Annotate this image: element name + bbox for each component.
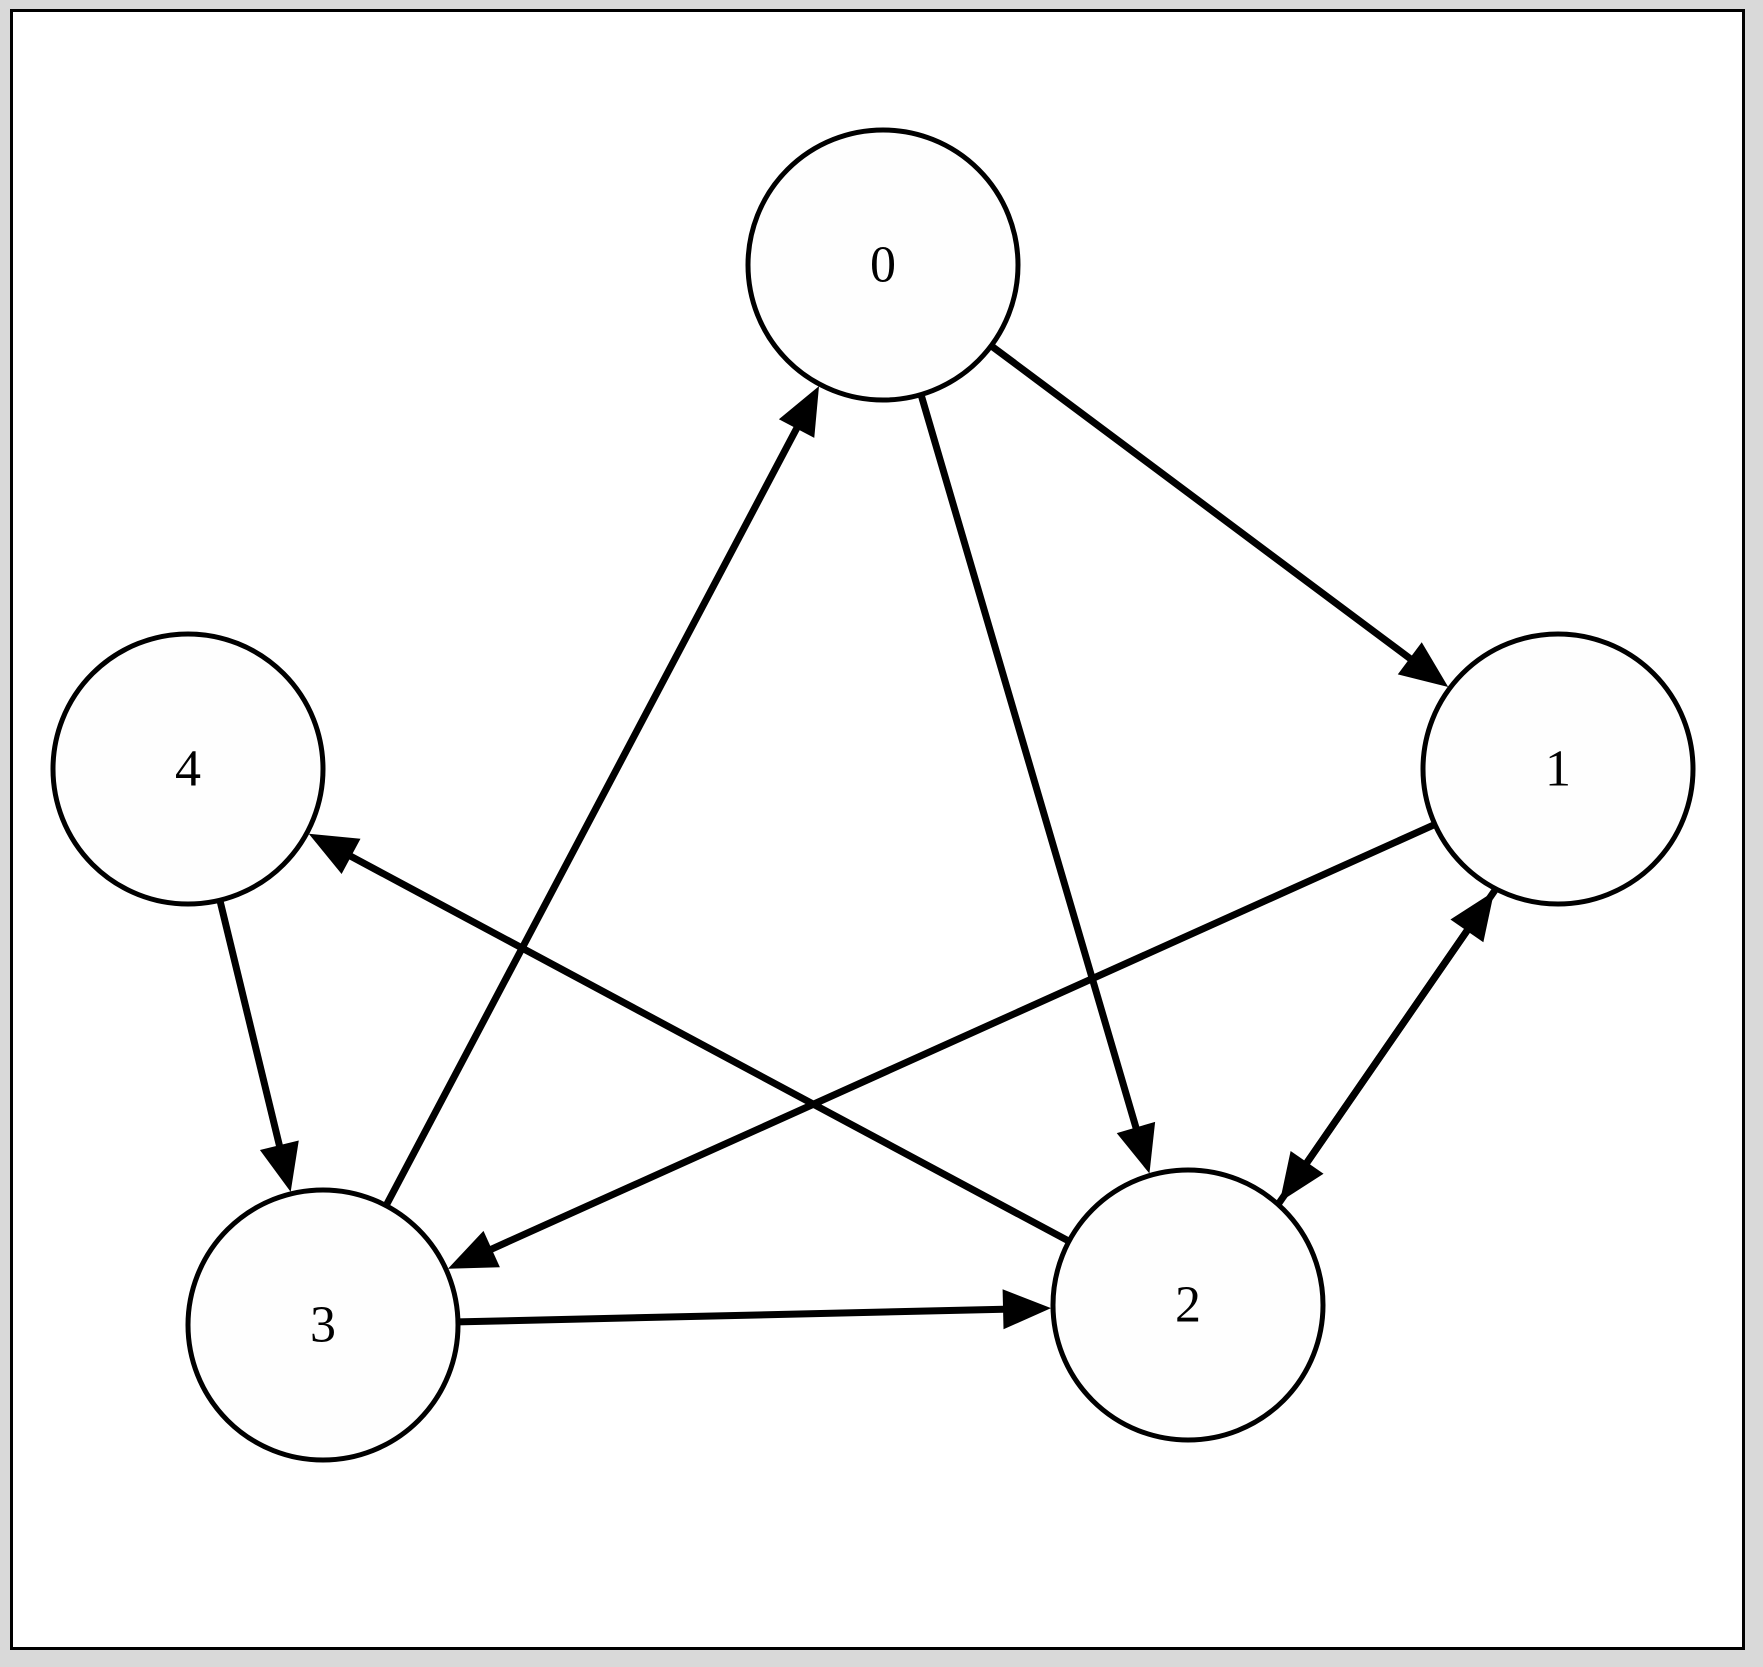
node-circle-0[interactable]	[745, 127, 1021, 403]
nodes-layer: 0 1 2 3 4	[50, 127, 1696, 1463]
edge-0-to-2	[917, 393, 1141, 1135]
arrowhead-3-to-2	[1002, 1289, 1052, 1330]
node-label-4: 4	[175, 741, 201, 798]
arrowhead-1-to-3	[447, 1230, 500, 1269]
node-circle-2[interactable]	[1050, 1167, 1326, 1443]
arrowhead-4-to-3	[259, 1140, 299, 1192]
node-label-3: 3	[310, 1297, 336, 1354]
arrowhead-0-to-1	[1397, 642, 1449, 688]
node-2[interactable]: 2	[1050, 1167, 1326, 1443]
graph-surface: 0 1 2 3 4	[10, 9, 1745, 1650]
edge-3-to-2	[457, 1305, 1010, 1326]
edge-4-to-3	[216, 899, 285, 1152]
edge-2-to-1	[1275, 923, 1474, 1206]
node-label-1: 1	[1545, 741, 1571, 798]
node-circle-3[interactable]	[185, 1187, 461, 1463]
edge-3-to-0	[382, 421, 803, 1208]
edge-0-to-1	[989, 342, 1417, 665]
node-1[interactable]: 1	[1420, 631, 1696, 907]
node-circle-4[interactable]	[50, 631, 326, 907]
node-circle-1[interactable]	[1420, 631, 1696, 907]
arrowhead-2-to-1	[1450, 891, 1495, 943]
node-0[interactable]: 0	[745, 127, 1021, 403]
node-label-0: 0	[870, 237, 896, 294]
edges-layer	[216, 342, 1499, 1330]
arrowhead-0-to-2	[1116, 1121, 1156, 1174]
node-label-2: 2	[1175, 1277, 1201, 1334]
node-3[interactable]: 3	[185, 1187, 461, 1463]
edge-2-to-4	[344, 850, 1071, 1245]
graph-svg: 0 1 2 3 4	[50, 127, 1696, 1463]
node-4[interactable]: 4	[50, 631, 326, 907]
arrowhead-3-to-0	[778, 386, 820, 438]
edge-1-to-3	[484, 821, 1437, 1255]
arrowhead-2-to-4	[308, 833, 361, 875]
